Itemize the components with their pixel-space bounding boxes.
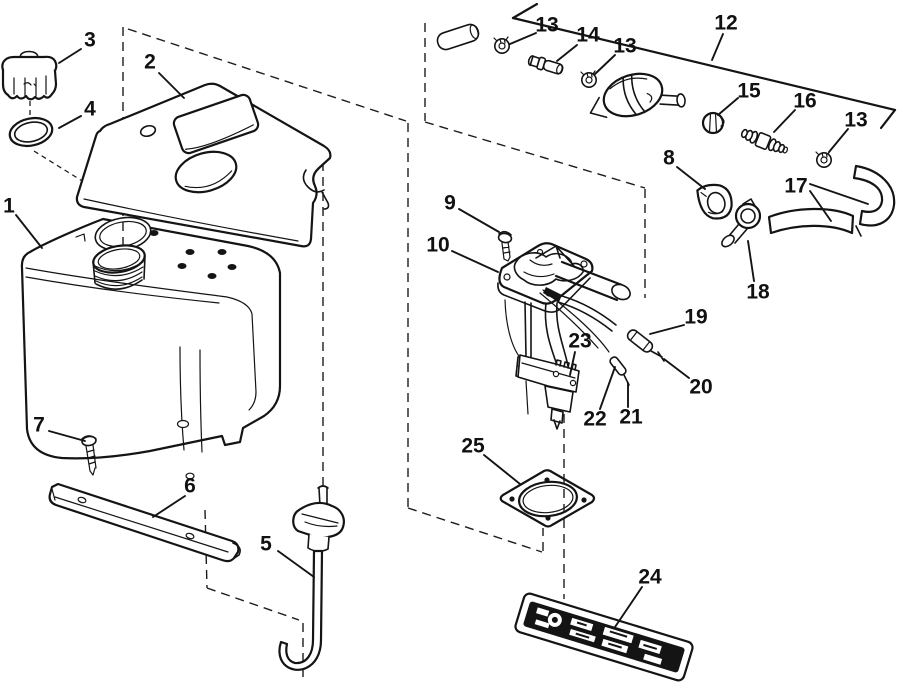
callout-label: 17 [784, 175, 807, 198]
filler-cap-part [1, 50, 58, 101]
callout-label: 2 [144, 51, 156, 74]
callout-label: 5 [260, 533, 272, 556]
callout-leader [809, 183, 869, 205]
callout-leader [773, 109, 796, 133]
callout-label: 10 [426, 234, 449, 257]
callout-leader [15, 214, 43, 249]
pickup-tube-part [278, 485, 345, 671]
callout-label: 23 [568, 330, 591, 353]
callout-leader [663, 358, 690, 379]
clamp-13b-part [580, 70, 598, 88]
callout-label: 6 [184, 475, 196, 498]
callout-label: 13 [535, 14, 558, 37]
clamp-13c-part [815, 150, 833, 168]
callout-leader [58, 115, 82, 129]
tank-lid-part [75, 82, 332, 248]
decal-plate-24-part [514, 592, 694, 682]
oil-pump-assembly-part [497, 242, 631, 430]
callout-leader [717, 97, 739, 116]
callout-label: 9 [444, 192, 456, 215]
callout-label: 13 [844, 109, 867, 132]
fitting-16-part [740, 128, 789, 154]
callout-label: 12 [714, 12, 737, 35]
fitting-14-part [527, 55, 564, 75]
clip-15-part [701, 111, 725, 135]
callout-leader [649, 324, 685, 335]
callout-label: 25 [461, 435, 485, 458]
oil-tank-part [20, 216, 282, 480]
tank-top-holes [149, 230, 237, 279]
callout-leader [556, 44, 578, 62]
callout-leader [711, 33, 724, 61]
callout-leader [152, 495, 186, 518]
callout-label: 19 [684, 306, 707, 329]
cap-gasket-part [8, 116, 54, 148]
callout-label: 16 [793, 90, 816, 113]
callout-leader [599, 366, 616, 410]
dashed-alignment-lines [29, 23, 646, 681]
callout-leader [158, 72, 185, 99]
callout-label: 4 [84, 98, 96, 121]
screw-9-part [497, 230, 513, 262]
kit-bracket-line [511, 2, 897, 130]
callout-leader [451, 250, 499, 273]
callout-label: 18 [746, 281, 770, 304]
elbow-18-part [721, 198, 762, 248]
callout-leader [828, 128, 849, 153]
screw-7-part [81, 435, 97, 476]
callout-leader [48, 430, 86, 442]
callout-leader [594, 54, 616, 75]
callout-leader [277, 550, 315, 578]
callout-label: 13 [613, 35, 636, 58]
callout-leader [458, 208, 500, 233]
mounting-rail-part [48, 482, 241, 563]
callout-leader [809, 190, 832, 222]
callout-leader [569, 351, 576, 376]
callout-label: 15 [737, 80, 761, 103]
callout-leader [483, 454, 521, 485]
callout-label: 7 [33, 414, 45, 437]
callout-label: 22 [583, 408, 606, 431]
callout-label: 1 [3, 195, 15, 218]
cable-connector-part [543, 287, 665, 362]
callout-label: 14 [576, 24, 600, 47]
callout-leader [509, 32, 537, 45]
hose-17-upper-part [852, 164, 896, 237]
filler-neck [92, 244, 146, 290]
callout-label: 3 [84, 29, 96, 52]
callout-leader [747, 240, 755, 282]
callout-label: 21 [619, 406, 643, 429]
callout-leader [614, 586, 643, 628]
clamp-13a-part [493, 36, 511, 55]
callout-leader [58, 48, 82, 64]
gasket-25-part [499, 469, 596, 528]
grommet-8-part [696, 183, 733, 220]
primer-bulb-part [589, 72, 686, 119]
callout-label: 8 [663, 147, 675, 170]
hose-17-lower-part [767, 207, 855, 235]
callout-label: 24 [638, 566, 662, 589]
hose-sleeve-part [436, 23, 480, 51]
callout-leader [676, 166, 706, 190]
callout-label: 20 [689, 376, 712, 399]
sensor-lead-part [539, 289, 630, 386]
